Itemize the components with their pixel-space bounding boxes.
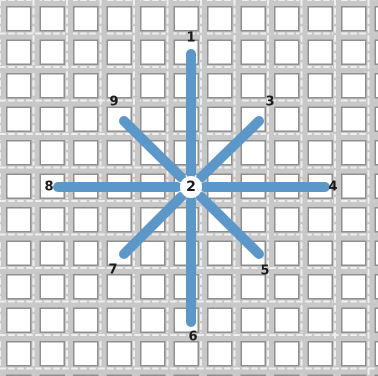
hole-label-4: 4 [328, 180, 337, 195]
hole-label-3: 3 [265, 95, 274, 110]
hole-label-8: 8 [44, 180, 53, 195]
hole-label-6: 6 [188, 330, 197, 345]
hole-label-1: 1 [186, 31, 195, 46]
hole-label-2: 2 [186, 179, 196, 195]
hole-label-5: 5 [260, 264, 269, 279]
hole-label-7: 7 [108, 263, 117, 278]
hole-label-9: 9 [109, 95, 118, 110]
